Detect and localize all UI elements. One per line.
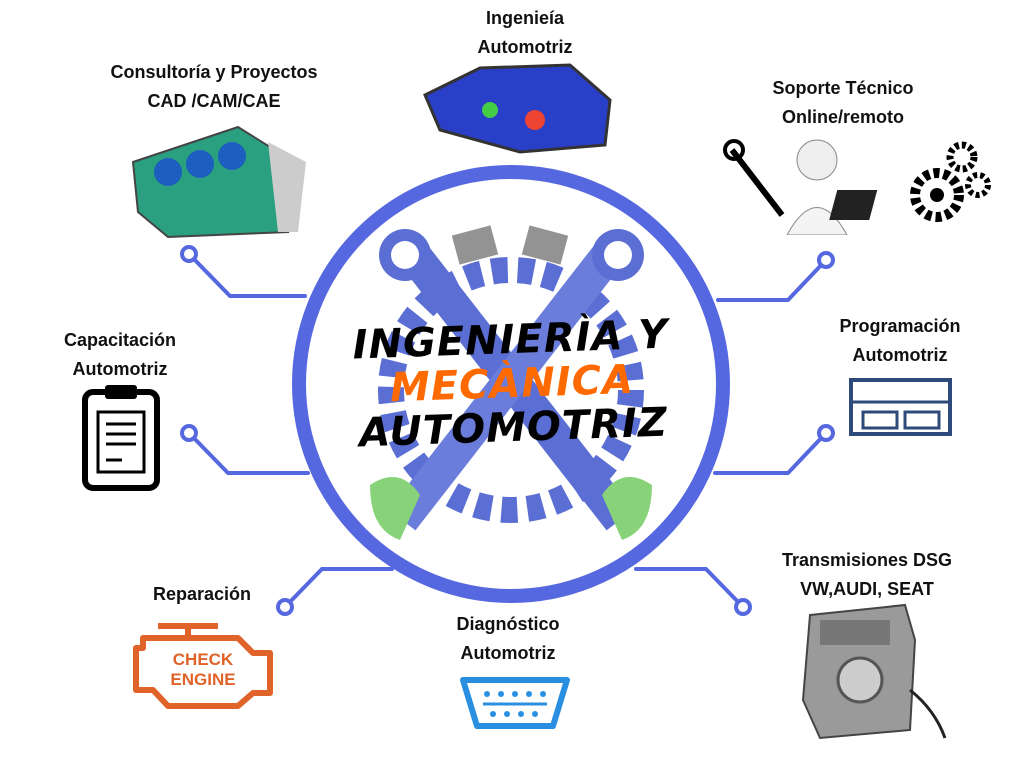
service-diagnostico: Diagnóstico Automotriz [456,610,559,668]
service-capacitacion: Capacitación Automotriz [64,326,176,384]
obd-connector-icon [460,677,570,729]
service-label: Transmisiones DSG [781,550,953,570]
service-label: Diagnóstico [456,614,560,634]
clipboard-icon [82,385,160,491]
service-label: Online/remoto [781,107,904,127]
center-title: INGENIERÌA Y MECÀNICA AUTOMOTRIZ [352,312,672,457]
wrench-gear-logo [370,225,652,540]
service-label: Automotriz [72,359,168,379]
engine-block-icon [131,125,306,239]
service-soporte: Soporte Técnico Online/remoto [772,74,913,132]
service-label: Automotriz [477,37,573,57]
connector-reparacion [283,567,394,609]
service-label: Programación [839,316,961,336]
service-reparacion: Reparación [153,580,251,609]
service-label: Ingenieía [485,8,565,28]
car-body-fea-icon [423,63,612,154]
service-label: Soporte Técnico [772,78,914,98]
connector-soporte [716,258,828,302]
service-label: Consultoría y Proyectos [110,62,318,82]
service-consultoria: Consultoría y Proyectos CAD /CAM/CAE [110,58,317,116]
connector-dsg [634,567,745,609]
service-label: Reparación [152,584,252,604]
connector-consultoria [187,252,307,298]
service-label: CAD /CAM/CAE [147,91,281,111]
service-ingenieria: Ingenieía Automotriz [478,4,573,62]
service-dsg: Transmisiones DSG VW,AUDI, SEAT [782,546,952,604]
check-engine-icon: CHECK ENGINE [128,618,278,710]
check-text: CHECK [172,650,234,669]
service-label: Automotriz [460,643,556,663]
connector-programacion [713,431,828,475]
support-operator-icon [723,139,991,235]
service-label: Capacitación [63,330,177,350]
ecu-module-icon [849,378,952,436]
service-label: Automotriz [852,345,948,365]
service-programacion: Programación Automotriz [839,312,960,370]
service-label: VW,AUDI, SEAT [800,579,934,599]
dsg-gearbox-icon [801,603,947,740]
connector-capacitacion [187,431,310,475]
engine-text: ENGINE [170,670,236,689]
